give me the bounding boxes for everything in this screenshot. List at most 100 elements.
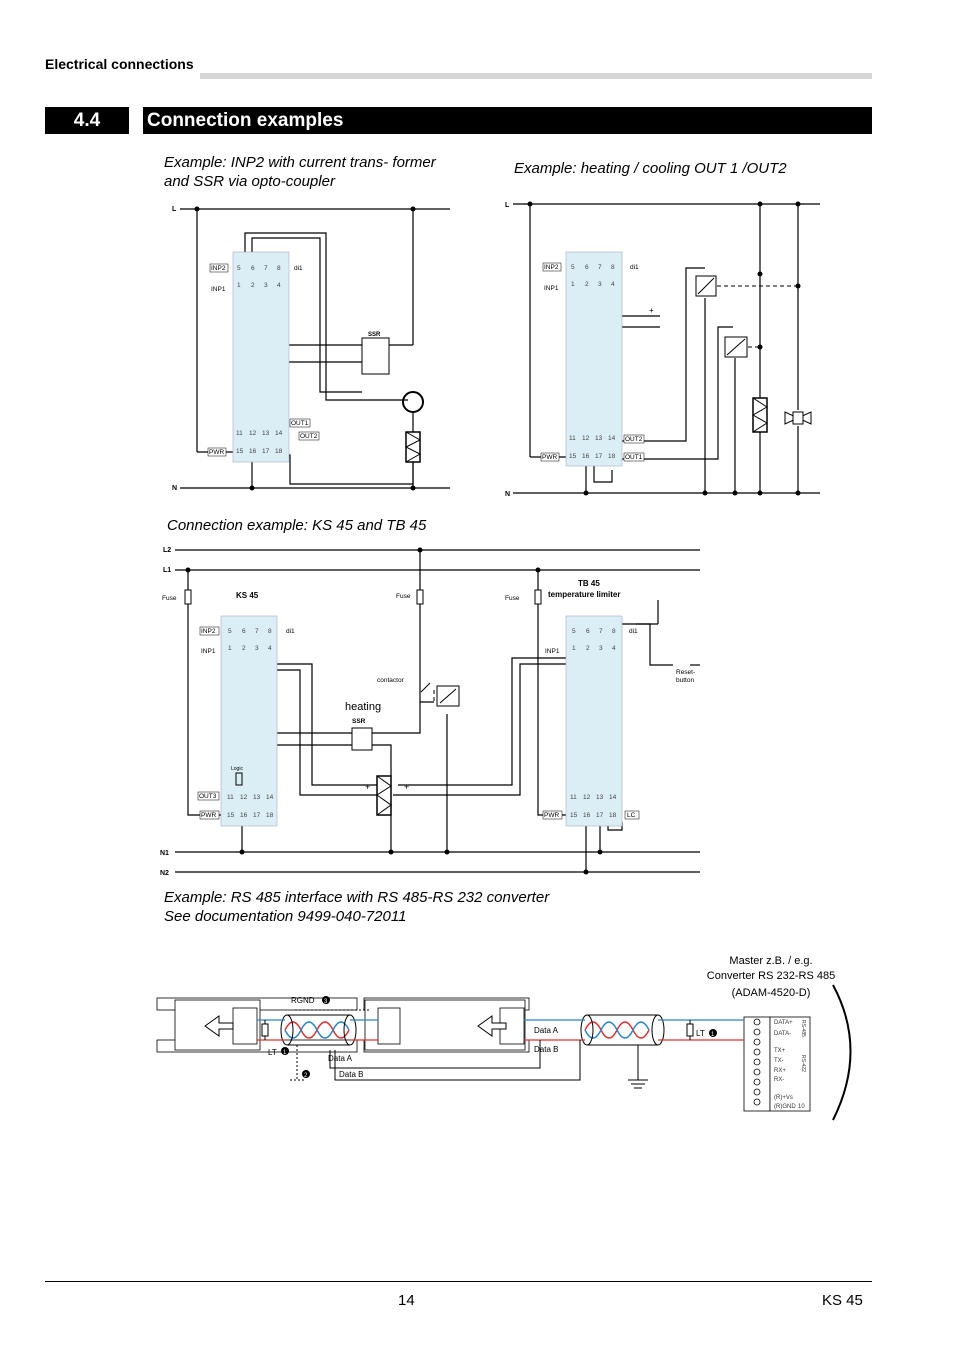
svg-text:LT: LT [268,1048,277,1057]
page-number: 14 [398,1292,415,1309]
data-b-right: Data B [534,1045,558,1054]
section-title: Connection examples [143,107,872,134]
svg-text:SSR: SSR [368,332,381,338]
master-line1: Master z.B. / e.g. [729,955,812,967]
svg-text:8: 8 [277,265,281,272]
svg-text:2: 2 [242,645,246,652]
diagram-rs485: Master z.B. / e.g. Converter RS 232-RS 4… [156,955,852,1121]
svg-text:18: 18 [608,453,616,460]
svg-text:16: 16 [582,453,590,460]
svg-text:LC: LC [627,812,636,819]
svg-text:N2: N2 [160,870,169,877]
svg-text:di1: di1 [629,628,638,635]
svg-text:1: 1 [571,281,575,288]
svg-text:14: 14 [266,794,274,801]
svg-text:7: 7 [599,628,603,635]
svg-text:TX+: TX+ [774,1048,786,1054]
svg-text:8: 8 [268,628,272,635]
svg-text:14: 14 [608,435,616,442]
svg-text:16: 16 [240,812,248,819]
svg-text:RS-485: RS-485 [800,1020,806,1037]
svg-text:2: 2 [304,1073,308,1079]
caption-example-1: Example: INP2 with current trans- former… [164,154,436,190]
svg-text:OUT1: OUT1 [625,454,643,461]
svg-text:12: 12 [240,794,248,801]
svg-text:L2: L2 [163,547,171,554]
svg-text:KS 45: KS 45 [236,591,259,600]
svg-text:3: 3 [255,645,259,652]
svg-text:10: 10 [798,1104,805,1110]
svg-text:INP2: INP2 [201,628,216,635]
svg-text:TX-: TX- [774,1058,784,1064]
svg-text:17: 17 [253,812,261,819]
svg-text:DATA+: DATA+ [774,1020,793,1026]
diagram-ks45-tb45: L2 L1 N1 N2 Fuse Fuse Fuse KS 45 TB 45 t… [160,547,700,877]
svg-text:13: 13 [253,794,261,801]
svg-text:INP1: INP1 [544,285,559,292]
out1-label: OUT1 [291,420,309,427]
svg-text:15: 15 [227,812,235,819]
svg-text:13: 13 [262,430,270,437]
svg-text:8: 8 [612,628,616,635]
svg-text:7: 7 [598,264,602,271]
svg-text:Reset-: Reset- [676,669,695,676]
svg-text:temperature limiter: temperature limiter [548,590,620,599]
caption-example-4-line1: Example: RS 485 interface with RS 485-RS… [164,889,550,906]
svg-text:14: 14 [609,794,617,801]
svg-text:N: N [172,485,177,492]
svg-text:INP1: INP1 [201,648,216,655]
svg-text:1: 1 [711,1032,715,1038]
svg-text:+: + [404,782,409,792]
svg-text:INP2: INP2 [544,264,559,271]
svg-text:PWR: PWR [544,812,559,819]
svg-text:3: 3 [599,645,603,652]
svg-text:RS-422: RS-422 [800,1055,806,1072]
inp2-label: INP2 [211,265,226,272]
svg-text:TB 45: TB 45 [578,579,600,588]
svg-text:contactor: contactor [377,677,405,684]
svg-text:11: 11 [227,794,234,801]
svg-text:heating: heating [345,701,381,713]
svg-text:L: L [505,202,510,209]
document-name: KS 45 [822,1292,863,1309]
svg-text:PWR: PWR [542,454,557,461]
master-line3: (ADAM-4520-D) [732,987,811,999]
svg-text:13: 13 [596,794,604,801]
svg-text:14: 14 [275,430,283,437]
svg-text:OUT3: OUT3 [199,793,217,800]
svg-text:13: 13 [595,435,603,442]
svg-text:2: 2 [586,645,590,652]
svg-text:15: 15 [236,448,244,455]
svg-text:18: 18 [266,812,274,819]
footer-rule [45,1281,872,1282]
svg-text:4: 4 [268,645,272,652]
caption-example-3: Connection example: KS 45 and TB 45 [167,517,427,534]
svg-text:PWR: PWR [201,812,216,819]
svg-text:5: 5 [237,265,241,272]
svg-text:5: 5 [228,628,232,635]
data-b-left: Data B [339,1070,363,1079]
svg-text:1: 1 [228,645,232,652]
rgnd-label: RGND [291,996,315,1005]
svg-text:Logic: Logic [231,766,243,772]
svg-text:4: 4 [612,645,616,652]
svg-text:12: 12 [582,435,590,442]
svg-text:INP1: INP1 [545,648,560,655]
svg-text:4: 4 [611,281,615,288]
svg-text:2: 2 [585,281,589,288]
svg-text:8: 8 [611,264,615,271]
svg-text:1: 1 [572,645,576,652]
svg-text:15: 15 [570,812,578,819]
svg-text:+: + [649,306,654,315]
svg-text:18: 18 [275,448,283,455]
svg-text:7: 7 [264,265,268,272]
caption-example-2: Example: heating / cooling OUT 1 /OUT2 [514,160,787,177]
svg-text:6: 6 [251,265,255,272]
svg-text:1: 1 [283,1050,287,1056]
section-header-label: Electrical connections [45,56,194,72]
svg-text:18: 18 [609,812,617,819]
svg-text:3: 3 [324,999,328,1005]
svg-text:5: 5 [572,628,576,635]
svg-text:6: 6 [242,628,246,635]
